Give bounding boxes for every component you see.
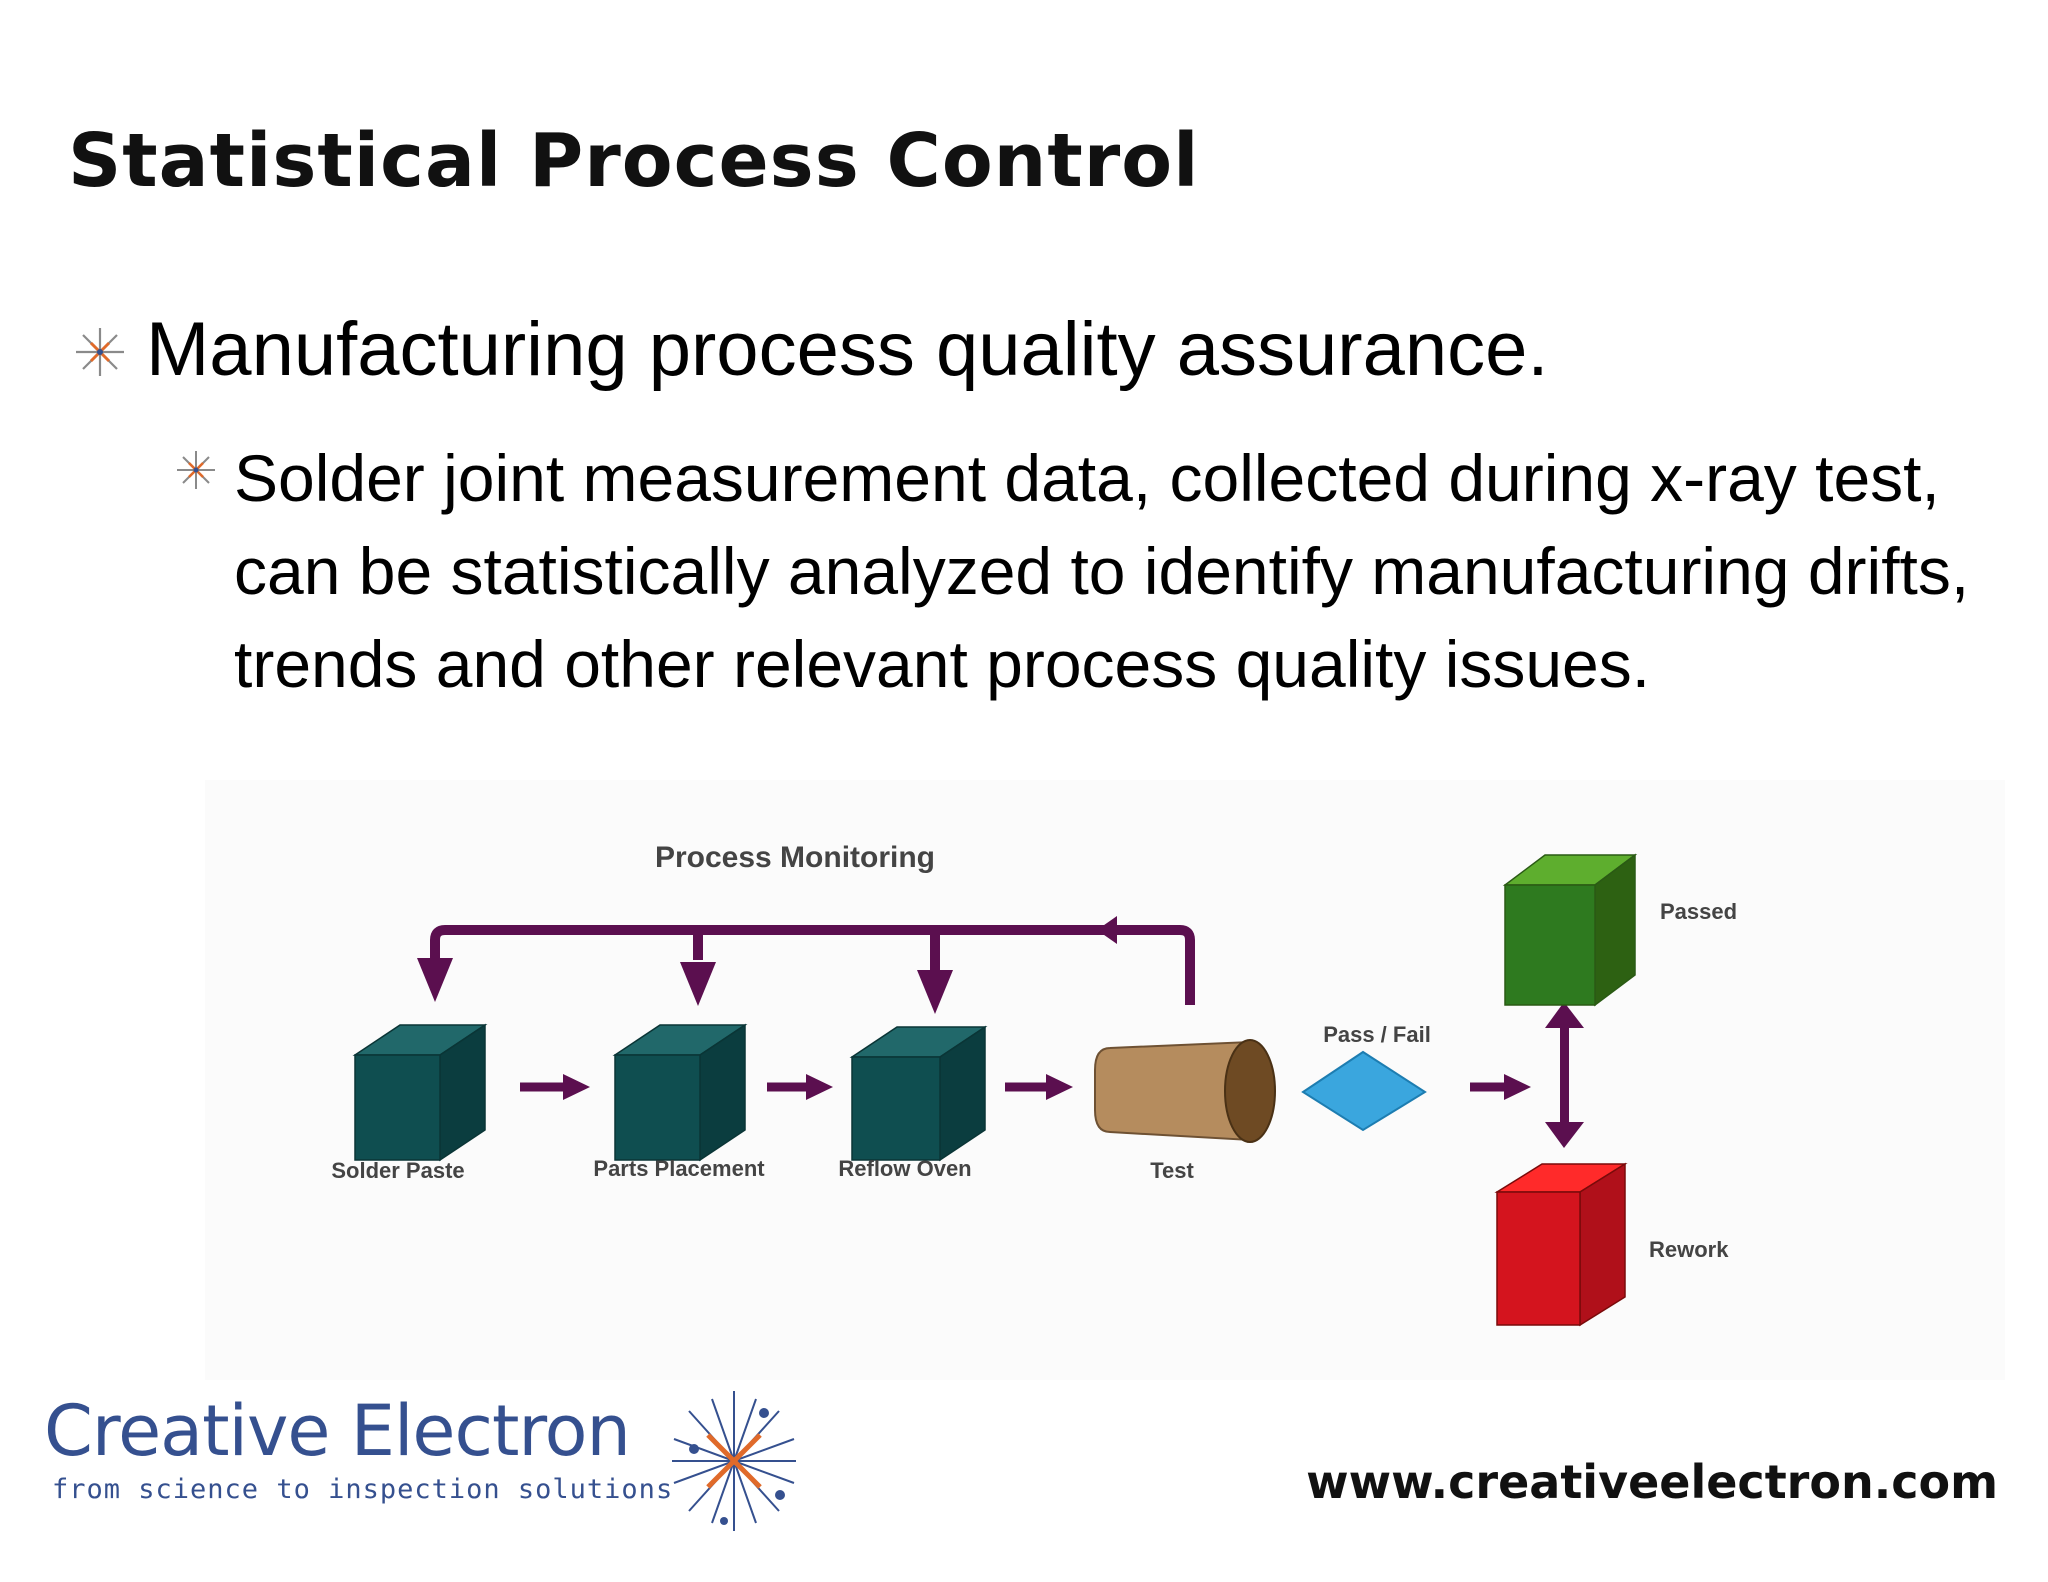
logo-name: Creative Electron [44,1390,631,1472]
stage-label-parts-placement: Parts Placement [593,1156,765,1181]
company-logo: Creative Electron from science to inspec… [44,1390,804,1540]
stage-label-reflow-oven: Reflow Oven [838,1156,971,1181]
stage-label-solder-paste: Solder Paste [331,1158,464,1183]
website-url[interactable]: www.creativeelectron.com [1306,1455,1998,1509]
test-station-shape [1094,1039,1276,1143]
bullet-2-text: Solder joint measurement data, collected… [234,441,1970,701]
process-diagram: Process Monitoring [205,780,2005,1380]
pass-fail-label: Pass / Fail [1323,1022,1431,1047]
outcome-double-arrow [1545,1002,1584,1148]
solder-paste-box [352,1023,488,1162]
stage-label-test: Test [1150,1158,1194,1183]
pass-fail-diamond [1301,1050,1427,1132]
bullet-star-icon [76,328,124,376]
feedback-arrowheads [417,916,1117,1014]
reflow-oven-box [849,1025,988,1162]
passed-label: Passed [1660,899,1737,924]
rework-label: Rework [1649,1237,1729,1262]
flow-arrow [520,1074,1531,1100]
slide-title: Statistical Process Control [68,118,1200,204]
logo-tagline: from science to inspection solutions [52,1474,674,1505]
bullet-1-text: Manufacturing process quality assurance. [146,307,1549,392]
feedback-loop-arrow [430,925,1195,1005]
passed-box [1502,853,1638,1007]
process-monitoring-label: Process Monitoring [655,841,935,874]
rework-box [1494,1162,1628,1327]
parts-placement-box [612,1023,748,1162]
bullet-star-icon [177,451,215,489]
logo-starburst-icon [672,1391,796,1531]
